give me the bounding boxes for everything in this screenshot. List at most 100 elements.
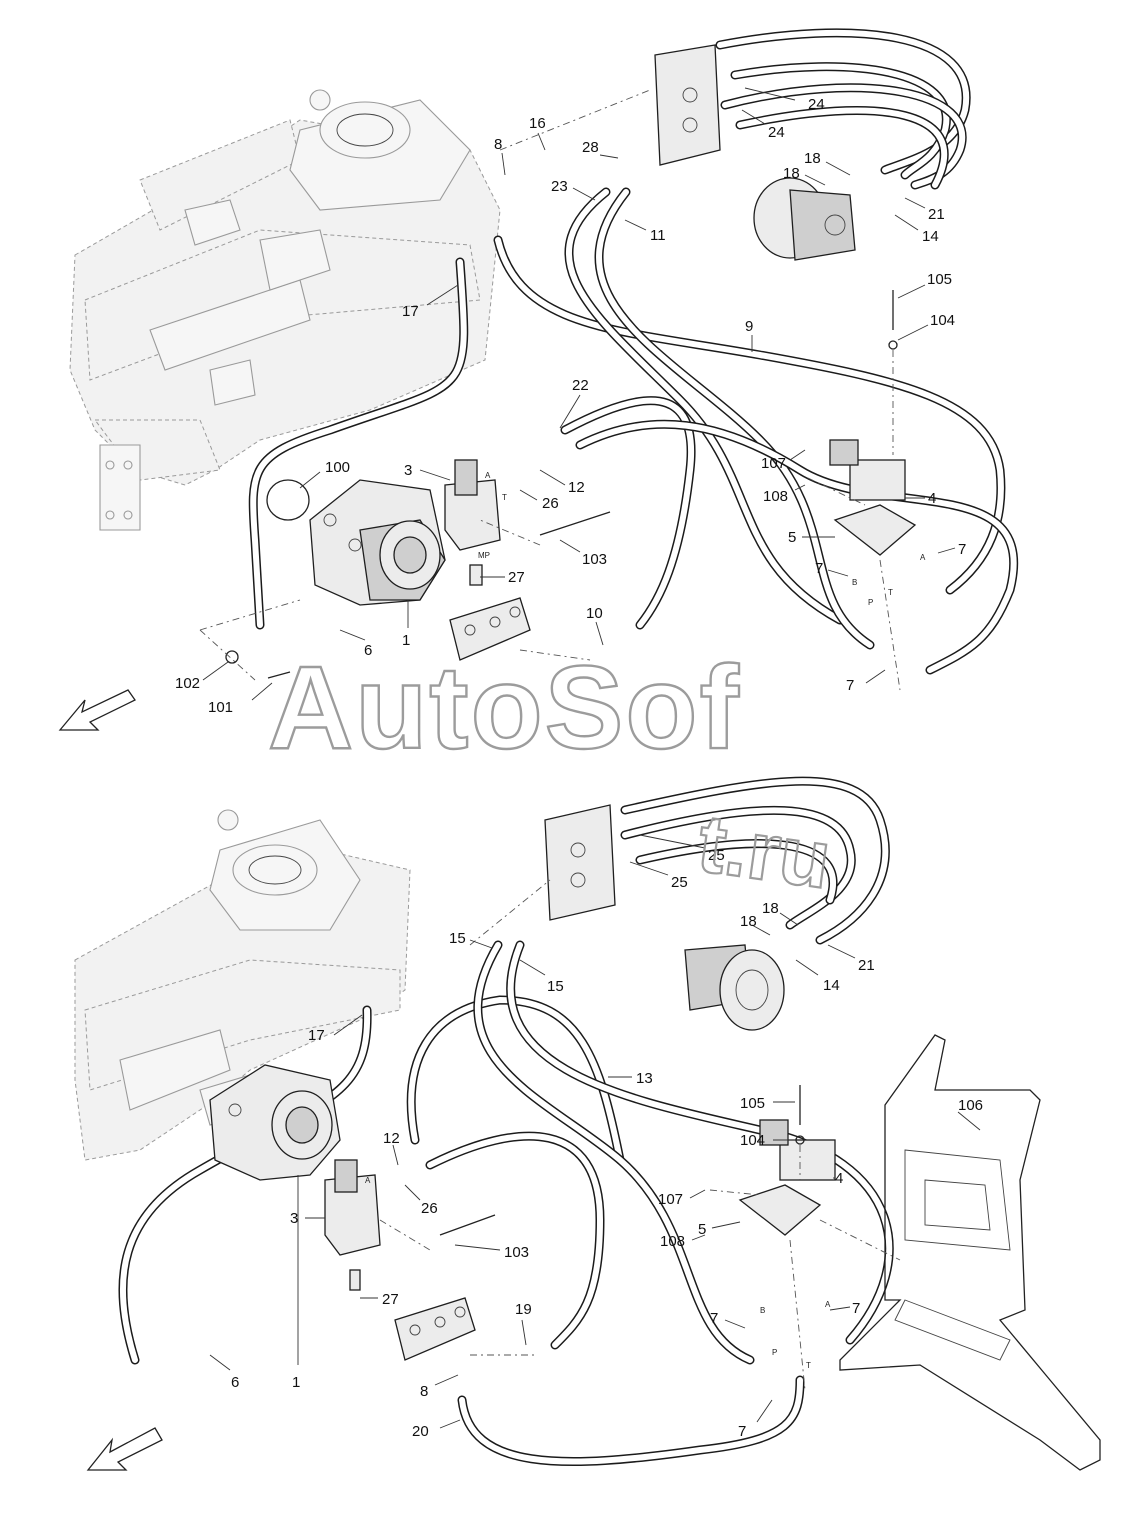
svg-text:14: 14 [823, 977, 840, 994]
svg-text:B: B [852, 578, 857, 587]
callout-15a: 15 [449, 930, 493, 949]
svg-text:18: 18 [783, 165, 800, 182]
callout-8: 8 [494, 136, 506, 176]
upper-port-labels: A T MP B P A T [478, 471, 926, 607]
upper-o-ring [266, 479, 310, 521]
lower-distribution-manifold [394, 1297, 476, 1361]
callout-105: 105 [897, 271, 952, 299]
svg-text:T: T [888, 588, 893, 597]
callout-108: 108 [660, 1233, 706, 1250]
svg-text:102: 102 [175, 675, 200, 692]
svg-text:7: 7 [958, 541, 966, 558]
svg-text:25: 25 [708, 847, 725, 864]
svg-text:24: 24 [808, 96, 825, 113]
callout-13: 13 [608, 1070, 653, 1087]
lower-view: 1 3 4 5 6 7 7 7 8 12 13 14 15 15 17 18 1… [74, 776, 1101, 1471]
callout-7c: 7 [738, 1399, 773, 1440]
watermark: AutoSof t.ru [267, 641, 837, 908]
svg-text:7: 7 [815, 560, 823, 577]
lower-motor [684, 944, 785, 1031]
svg-text:6: 6 [231, 1374, 239, 1391]
svg-text:17: 17 [402, 303, 419, 320]
upper-valve-block [444, 459, 501, 586]
svg-text:18: 18 [762, 900, 779, 917]
upper-callouts: 1 3 4 5 6 7 7 7 8 9 10 11 12 14 16 17 18… [175, 87, 966, 716]
callout-107: 107 [761, 449, 806, 472]
svg-text:1: 1 [292, 1374, 300, 1391]
svg-text:t.ru: t.ru [692, 798, 835, 906]
svg-text:11: 11 [650, 227, 666, 244]
svg-text:103: 103 [582, 551, 607, 568]
svg-text:103: 103 [504, 1244, 529, 1261]
callout-1: 1 [292, 1175, 300, 1391]
callout-25a: 25 [639, 834, 725, 864]
lower-assembly-lines [379, 879, 901, 1391]
svg-text:28: 28 [582, 139, 599, 156]
callout-22: 22 [559, 377, 589, 429]
svg-text:7: 7 [738, 1423, 746, 1440]
lower-pump [209, 1064, 341, 1181]
callout-18a: 18 [783, 165, 826, 186]
upper-motor [753, 177, 856, 261]
lower-washer-104 [795, 1135, 805, 1145]
svg-text:7: 7 [852, 1300, 860, 1317]
callout-107: 107 [658, 1189, 706, 1208]
svg-text:A: A [825, 1300, 831, 1309]
lower-port-labels: A B P A T [365, 1176, 831, 1370]
svg-text:100: 100 [325, 459, 350, 476]
callout-24b: 24 [741, 109, 785, 141]
svg-text:27: 27 [382, 1291, 399, 1308]
svg-text:AutoSof: AutoSof [268, 642, 741, 774]
callout-4: 4 [905, 490, 936, 507]
callout-26: 26 [519, 489, 559, 512]
svg-text:23: 23 [551, 178, 568, 195]
upper-washer-102 [225, 650, 239, 664]
svg-text:P: P [868, 598, 873, 607]
callout-5: 5 [788, 529, 835, 546]
svg-text:9: 9 [745, 318, 753, 335]
upper-distribution-manifold [449, 597, 531, 661]
callout-3: 3 [404, 462, 451, 481]
svg-text:26: 26 [542, 495, 559, 512]
callout-4: 4 [833, 1170, 843, 1187]
lower-direction-arrow [86, 1427, 163, 1471]
svg-text:22: 22 [572, 377, 589, 394]
callout-108: 108 [763, 484, 806, 505]
callout-26: 26 [404, 1184, 438, 1217]
callout-12: 12 [539, 469, 585, 496]
callout-14: 14 [894, 214, 939, 245]
callout-7a: 7 [710, 1310, 746, 1329]
svg-text:14: 14 [922, 228, 939, 245]
upper-transmission-housing [69, 89, 501, 531]
svg-text:10: 10 [586, 605, 603, 622]
callout-8: 8 [420, 1374, 459, 1400]
svg-text:108: 108 [763, 488, 788, 505]
callout-15b: 15 [519, 959, 564, 995]
svg-text:7: 7 [846, 677, 854, 694]
svg-text:B: B [760, 1306, 765, 1315]
svg-text:21: 21 [928, 206, 945, 223]
callout-25b: 25 [629, 861, 688, 891]
upper-view: 1 3 4 5 6 7 7 7 8 9 10 11 12 14 16 17 18… [58, 28, 1019, 731]
upper-pump [309, 479, 446, 606]
callout-18b: 18 [762, 900, 799, 926]
svg-text:4: 4 [835, 1170, 843, 1187]
svg-text:T: T [806, 1361, 811, 1370]
callout-14: 14 [795, 959, 840, 994]
svg-text:4: 4 [928, 490, 936, 507]
svg-text:105: 105 [740, 1095, 765, 1112]
callout-21: 21 [904, 197, 945, 223]
svg-text:19: 19 [515, 1301, 532, 1318]
lower-transmission-housing [74, 809, 411, 1161]
svg-text:107: 107 [658, 1191, 683, 1208]
lower-solenoid-valve [759, 1119, 836, 1181]
callout-12: 12 [383, 1130, 400, 1166]
svg-text:108: 108 [660, 1233, 685, 1250]
upper-bolt-101 [267, 671, 291, 679]
callout-28: 28 [582, 139, 619, 159]
svg-text:18: 18 [804, 150, 821, 167]
lower-manifold-block [544, 804, 616, 921]
callout-103: 103 [559, 539, 607, 568]
svg-text:12: 12 [568, 479, 585, 496]
